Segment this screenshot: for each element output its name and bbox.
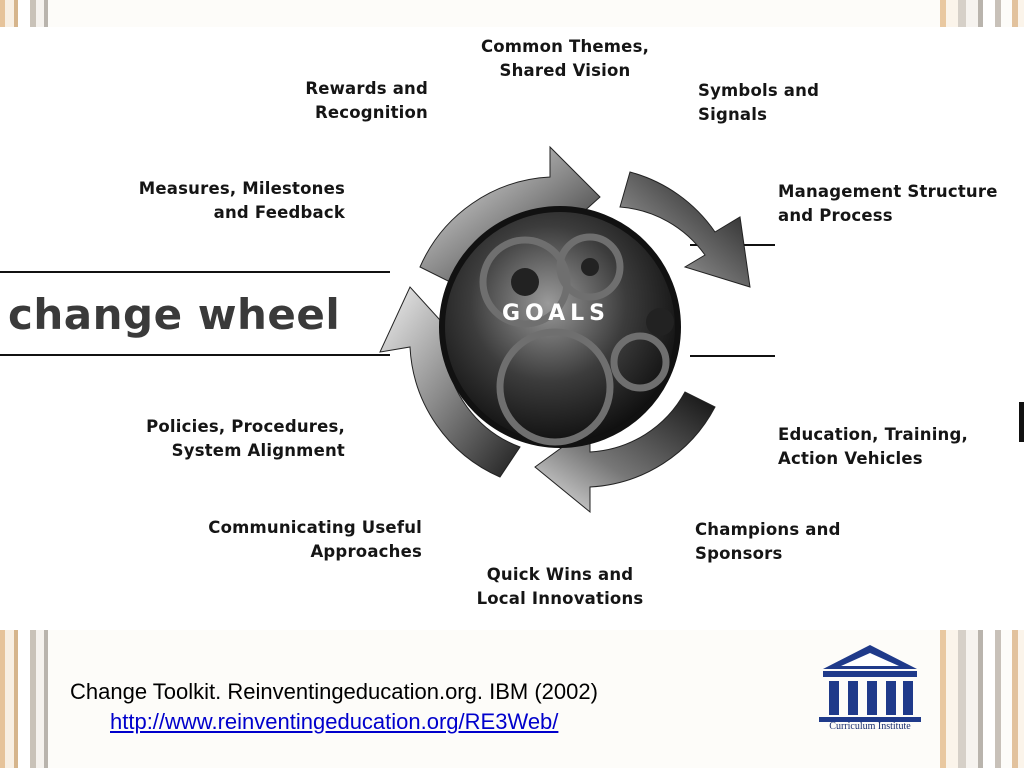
label-common-themes: Common Themes, Shared Vision <box>480 37 650 80</box>
label-measures: Measures, Milestones and Feedback <box>138 179 345 222</box>
label-champions: Champions and Sponsors <box>695 520 841 563</box>
curriculum-institute-logo <box>819 645 921 722</box>
citation-link[interactable]: http://www.reinventingeducation.org/RE3W… <box>110 709 559 734</box>
top-border-stripes <box>0 0 1024 27</box>
label-education: Education, Training, Action Vehicles <box>778 425 968 468</box>
citation-text: Change Toolkit. Reinventingeducation.org… <box>70 679 598 704</box>
title-rule-bottom <box>0 354 390 356</box>
edge-mark <box>1019 402 1024 442</box>
goals-hub <box>439 206 681 448</box>
label-symbols: Symbols and Signals <box>698 81 820 124</box>
diagram-title: change wheel <box>8 290 341 339</box>
label-rewards: Rewards and Recognition <box>305 79 428 122</box>
title-rule-top <box>0 271 390 273</box>
label-communicating: Communicating Useful Approaches <box>208 518 422 561</box>
label-policies: Policies, Procedures, System Alignment <box>146 417 345 460</box>
label-management: Management Structure and Process <box>778 182 998 225</box>
gear-icon <box>479 233 670 446</box>
label-quick-wins: Quick Wins and Local Innovations <box>476 565 644 608</box>
logo-caption: Curriculum Institute <box>829 721 911 732</box>
goals-label: GOALS <box>501 301 611 326</box>
ring-arrow-left <box>379 286 521 478</box>
ring-arrow-bottom <box>534 391 716 514</box>
change-wheel-diagram: change wheel <box>0 27 1024 630</box>
ring-arrow-right <box>619 171 751 288</box>
wheel-graphic <box>379 145 751 514</box>
right-rule-bottom <box>690 355 775 357</box>
